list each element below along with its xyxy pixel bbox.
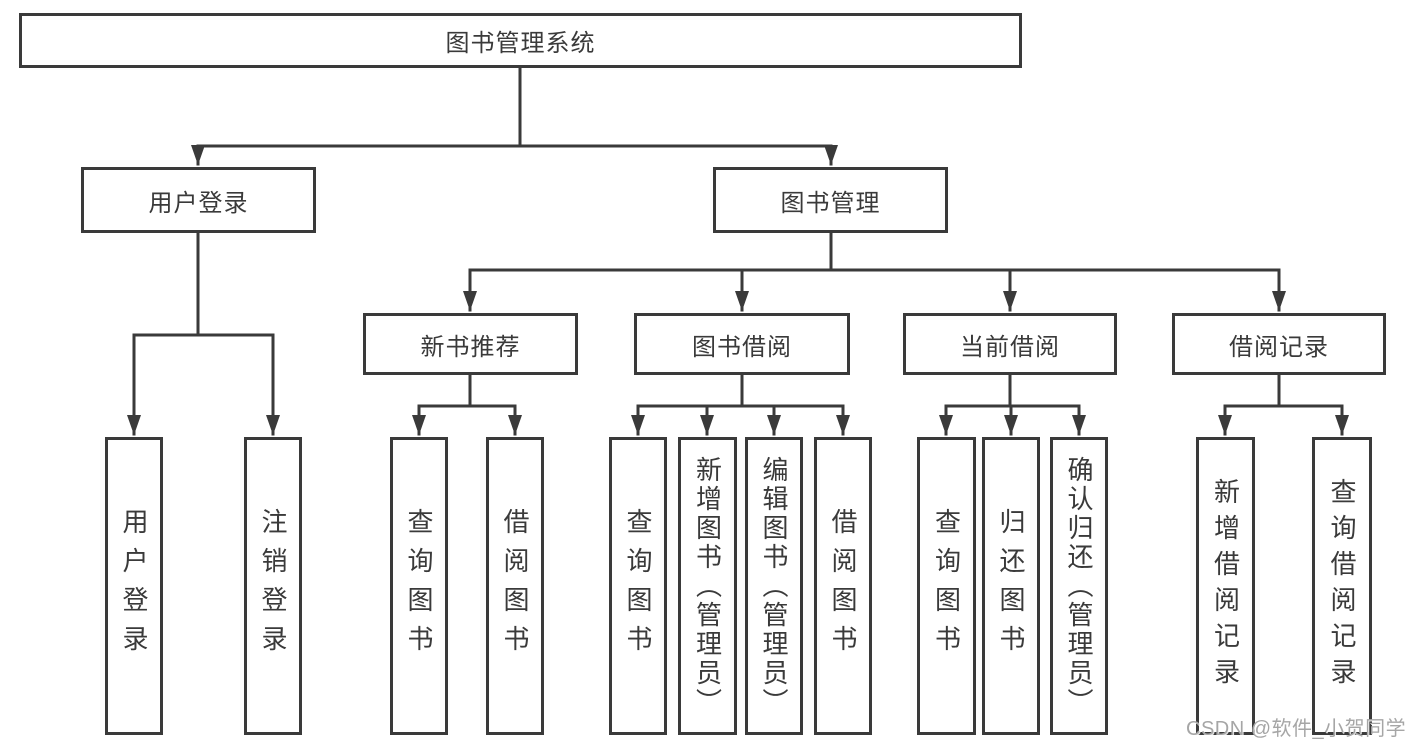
edge-bookmgmt-trunk [468,231,1281,272]
node-label: 用户登录 [119,508,149,664]
leaf-borrow-books-recommend: 借阅图书 [486,437,544,735]
node-label: 新书推荐 [420,333,521,361]
leaf-borrow-books-borrowing: 借阅图书 [814,437,872,735]
edge-userlogin-trunk [132,231,275,337]
leaf-query-books-current: 查询图书 [917,437,976,735]
node-label: 图书借阅 [692,333,792,361]
leaf-add-books-admin: 新增图书（管理员） [678,437,737,735]
node-label: 借阅记录 [1229,333,1329,361]
node-book-management: 图书管理 [713,167,948,233]
node-label: 归还图书 [996,508,1026,664]
node-label: 编辑图书（管理员） [759,455,789,717]
node-label: 新增借阅记录 [1210,478,1241,694]
leaf-edit-books-admin: 编辑图书（管理员） [745,437,803,735]
node-label: 注销登录 [258,508,288,664]
node-label: 借阅图书 [500,508,530,664]
node-label: 查询图书 [623,508,653,664]
node-label: 图书管理系统 [445,30,596,57]
leaf-logout: 注销登录 [244,437,302,735]
leaf-query-borrow-record: 查询借阅记录 [1312,437,1372,735]
edge-current-trunk [944,373,1081,408]
node-borrowing-records: 借阅记录 [1172,313,1386,375]
node-label: 查询借阅记录 [1327,478,1357,694]
edge-records-trunk [1223,373,1344,408]
node-user-login-branch: 用户登录 [81,167,316,233]
node-current-borrowing: 当前借阅 [903,313,1117,375]
leaf-query-books-recommend: 查询图书 [390,437,448,735]
node-label: 查询图书 [404,508,434,664]
edge-borrowing-trunk [636,373,845,408]
node-label: 当前借阅 [960,333,1060,361]
node-label: 确认归还（管理员） [1064,455,1094,717]
node-label: 图书管理 [780,189,881,217]
node-label: 借阅图书 [828,508,858,664]
leaf-confirm-return-admin: 确认归还（管理员） [1050,437,1108,735]
node-label: 新增图书（管理员） [692,455,723,717]
csdn-watermark: CSDN @软件_小贺同学 [1186,718,1405,740]
edge-recommend-trunk [417,373,517,408]
node-book-borrowing: 图书借阅 [634,313,850,375]
edge-root-trunk [196,66,833,148]
node-new-book-recommendation: 新书推荐 [363,313,578,375]
node-library-system: 图书管理系统 [19,13,1022,68]
leaf-return-books: 归还图书 [982,437,1040,735]
leaf-query-books-borrowing: 查询图书 [609,437,667,735]
leaf-user-login: 用户登录 [105,437,163,735]
node-label: 查询图书 [931,508,962,664]
leaf-add-borrow-record: 新增借阅记录 [1196,437,1255,735]
node-label: 用户登录 [148,189,249,217]
